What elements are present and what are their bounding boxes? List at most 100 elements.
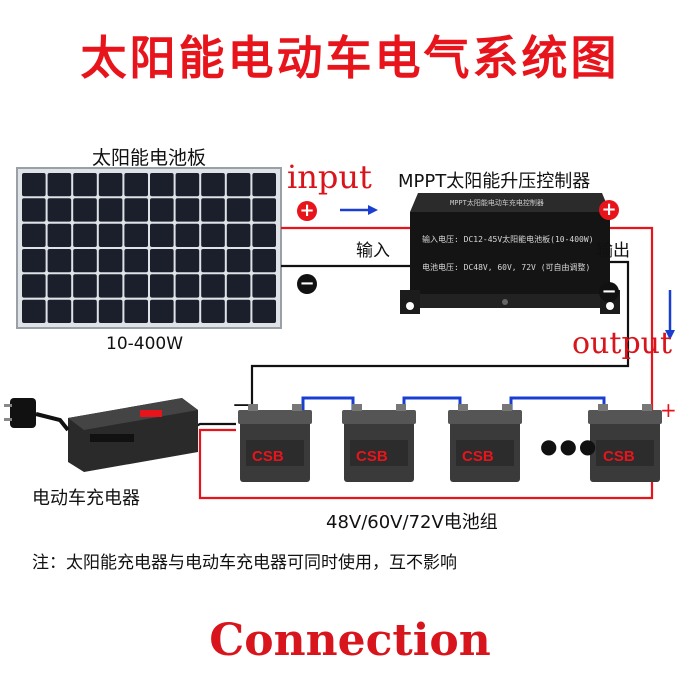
solar-cell xyxy=(124,173,148,197)
solar-cell xyxy=(201,198,225,222)
solar-cell xyxy=(201,299,225,323)
solar-cell xyxy=(22,198,46,222)
battery-logo: CSB xyxy=(462,448,494,465)
link-3 xyxy=(509,396,606,410)
solar-cell xyxy=(47,173,72,197)
controller-label: MPPT太阳能升压控制器 xyxy=(398,171,591,192)
solar-cell xyxy=(252,173,276,197)
solar-cell xyxy=(124,274,148,298)
battery xyxy=(588,404,662,482)
solar-cell xyxy=(150,173,174,197)
solar-cell xyxy=(201,173,225,197)
input-flow-label: input xyxy=(287,158,372,196)
output-arrow xyxy=(665,330,675,340)
controller-input-label: 输入 xyxy=(356,241,390,261)
ev-charger xyxy=(4,398,198,472)
solar-cell xyxy=(47,299,72,323)
battery-negative-sign: − xyxy=(232,393,251,418)
battery-logo: CSB xyxy=(252,448,284,465)
solar-cell xyxy=(22,299,46,323)
battery xyxy=(238,404,312,482)
controller-face-input: 输入电压: DC12-45V太阳能电池板(10-400W) xyxy=(422,235,594,244)
output-positive-icon: + xyxy=(599,200,619,220)
solar-cell xyxy=(22,249,46,273)
solar-panel-power: 10-400W xyxy=(106,334,184,354)
solar-cell xyxy=(22,274,46,298)
solar-cell xyxy=(226,173,251,197)
solar-cell xyxy=(175,173,200,197)
battery-logo: CSB xyxy=(356,448,388,465)
link-2 xyxy=(402,396,462,410)
solar-cell xyxy=(22,173,46,197)
solar-cell xyxy=(98,299,123,323)
battery-pack-label: 48V/60V/72V电池组 xyxy=(326,512,498,533)
solar-panel-label: 太阳能电池板 xyxy=(92,147,207,169)
solar-cell xyxy=(47,249,72,273)
solar-cell xyxy=(252,274,276,298)
solar-cell xyxy=(150,198,174,222)
solar-cell xyxy=(150,299,174,323)
solar-cell xyxy=(73,274,97,298)
solar-cell xyxy=(73,223,97,247)
solar-cell xyxy=(47,223,72,247)
solar-cell xyxy=(73,173,97,197)
page-title: 太阳能电动车电气系统图 xyxy=(80,31,620,85)
solar-cell xyxy=(252,249,276,273)
solar-cell xyxy=(73,299,97,323)
solar-cell xyxy=(252,299,276,323)
solar-cell xyxy=(175,274,200,298)
solar-cell xyxy=(47,198,72,222)
footer-title: Connection xyxy=(209,615,491,666)
battery-logo: CSB xyxy=(603,448,635,465)
output-flow-label: output xyxy=(572,326,673,361)
battery xyxy=(448,404,522,482)
solar-cell xyxy=(124,299,148,323)
solar-cell xyxy=(73,249,97,273)
output-negative-icon: − xyxy=(599,282,619,302)
solar-cell xyxy=(98,249,123,273)
solar-cell xyxy=(226,274,251,298)
solar-cell xyxy=(98,223,123,247)
solar-cell xyxy=(226,223,251,247)
battery-positive-sign: + xyxy=(660,398,677,422)
input-arrow xyxy=(368,205,378,215)
solar-cell xyxy=(252,198,276,222)
battery-ellipsis: ●●● xyxy=(540,434,599,458)
battery-pack xyxy=(238,404,662,482)
link-1 xyxy=(301,396,355,410)
controller-face-output: 电池电压: DC48V, 60V, 72V (可自由调整) xyxy=(422,263,591,272)
solar-panel xyxy=(16,167,282,329)
panel-positive-icon: + xyxy=(297,201,317,221)
solar-cell xyxy=(124,198,148,222)
usage-note: 注：太阳能充电器与电动车充电器可同时使用，互不影响 xyxy=(32,553,457,573)
panel-negative-icon: − xyxy=(297,274,317,294)
charger-label: 电动车充电器 xyxy=(32,488,140,509)
wire-output-positive xyxy=(198,226,654,500)
mppt-controller xyxy=(400,193,620,314)
solar-cell xyxy=(175,223,200,247)
controller-output-label: 输出 xyxy=(596,241,630,261)
solar-cell xyxy=(124,249,148,273)
solar-cell xyxy=(73,198,97,222)
solar-cell xyxy=(201,274,225,298)
solar-cell xyxy=(150,274,174,298)
solar-cell xyxy=(226,249,251,273)
solar-cell xyxy=(252,223,276,247)
solar-cell xyxy=(175,299,200,323)
solar-cell xyxy=(98,274,123,298)
solar-cell xyxy=(22,223,46,247)
solar-cell xyxy=(150,223,174,247)
solar-cell xyxy=(47,274,72,298)
solar-cell xyxy=(226,198,251,222)
battery xyxy=(342,404,416,482)
solar-cell xyxy=(201,249,225,273)
solar-cell xyxy=(150,249,174,273)
solar-cell xyxy=(175,249,200,273)
solar-cell xyxy=(175,198,200,222)
solar-cell xyxy=(98,198,123,222)
solar-cell xyxy=(201,223,225,247)
solar-cell xyxy=(226,299,251,323)
solar-cell xyxy=(124,223,148,247)
wire-output-negative xyxy=(250,260,630,412)
